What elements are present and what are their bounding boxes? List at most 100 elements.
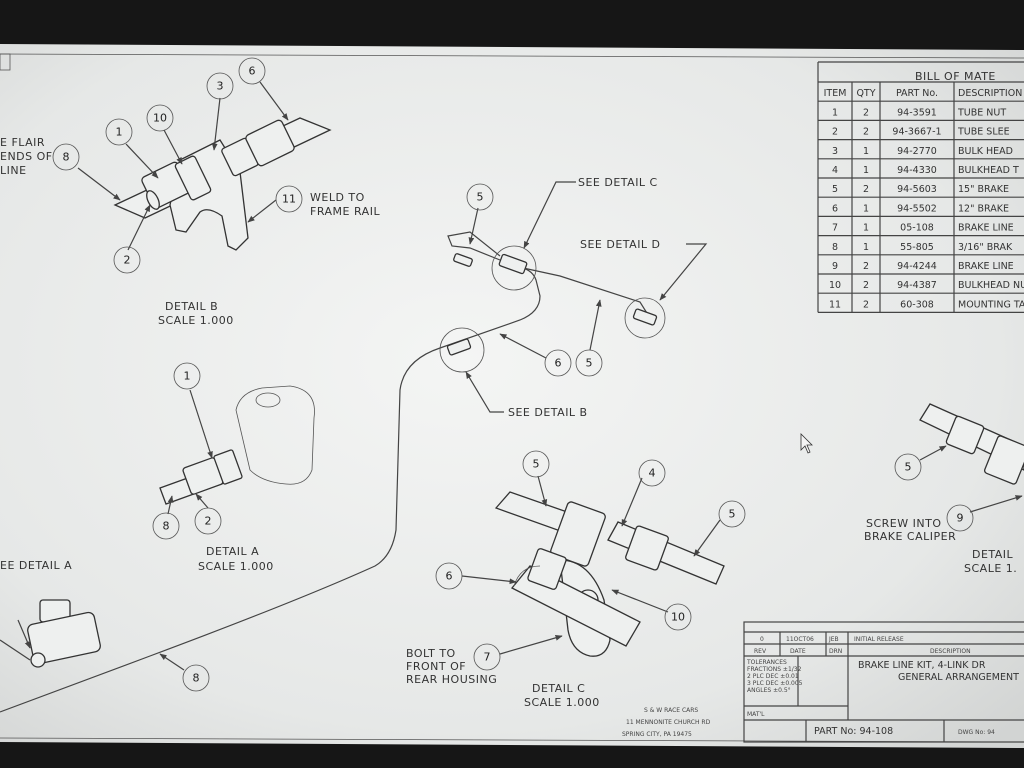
bom-cell: 94-4387 [897,280,937,291]
detail-a-scale: SCALE 1.000 [198,560,274,573]
bom-cell: 94-2770 [897,146,937,157]
svg-text:5: 5 [729,508,736,521]
svg-text:7: 7 [484,651,491,664]
bom-header-cell: PART No. [896,88,938,99]
bom-cell: 60-308 [900,299,934,310]
detail-a-notes: DETAIL A SCALE 1.000 EE DETAIL A [0,545,274,573]
drawing-number: DWG No: 94 [958,729,995,736]
balloon-8: 8 [182,664,210,692]
bom-cell: 94-5502 [897,203,937,214]
bom-cell: 10 [829,280,841,291]
detail-d-view [919,403,1024,485]
balloon-6: 6 [238,57,266,85]
bom-cell: BRAKE LINE [958,223,1014,234]
detail-a-view [159,385,315,505]
note-screw-1: SCREW INTO [866,517,941,530]
bom-cell: 1 [863,242,869,253]
detail-c-leaders [461,475,721,655]
svg-text:5: 5 [586,357,593,370]
svg-text:4: 4 [649,467,656,480]
bom-cell: 15" BRAKE [958,184,1009,195]
description-label: DESCRIPTION [930,648,971,655]
bom-cell: 94-4330 [897,165,937,176]
tolerance-3plc: 3 PLC DEC ±0.005 [747,680,803,687]
bom-cell: 9 [832,261,838,272]
paper-sheet [0,44,1024,748]
svg-text:5: 5 [477,191,484,204]
bom-cell: 2 [863,184,869,195]
drn-label: DRN [829,648,842,655]
bom-cell: 2 [863,107,869,118]
drn-value: JEB [828,636,839,643]
detail-d-leaders [919,445,1023,513]
balloon-9: 9 [946,504,974,532]
note-bolt-3: REAR HOUSING [406,673,497,686]
balloon-2: 2 [113,246,141,274]
balloon-group: 6 3 10 1 8 11 2 5 6 5 1 8 2 5 4 5 6 10 7… [52,57,974,692]
date-value: 11OCT06 [786,636,814,643]
balloon-6: 6 [544,349,572,377]
tolerance-2plc: 2 PLC DEC ±0.01 [747,673,799,680]
detail-a-title: DETAIL A [206,545,259,558]
rev-value: 0 [760,636,764,643]
balloon-6: 6 [435,562,463,590]
svg-text:8: 8 [193,672,200,685]
bom-cell: 4 [832,165,838,176]
balloon-1: 1 [105,118,133,146]
balloon-11: 11 [275,185,303,213]
bom-cell: BULKHEAD T [958,165,1019,176]
note-screw-2: BRAKE CALIPER [864,530,956,543]
note-flair-3: LINE [0,164,27,177]
note-bolt-2: FRONT OF [406,660,466,673]
bom-cell: 1 [863,165,869,176]
bom-cell: 1 [832,107,838,118]
detail-b-notes: E FLAIR ENDS OF LINE WELD TO FRAME RAIL … [0,136,380,327]
bom-cell: 7 [832,223,838,234]
bom-cell: TUBE NUT [957,107,1006,118]
note-see-detail-b: SEE DETAIL B [508,406,588,419]
balloon-5: 5 [466,183,494,211]
bom-cell: 1 [863,203,869,214]
detail-a-leaders [167,389,213,515]
balloon-3: 3 [206,72,234,100]
balloon-10: 10 [664,603,692,631]
svg-text:11: 11 [282,193,296,206]
balloon-8: 8 [52,143,80,171]
note-flair-2: ENDS OF [0,150,53,163]
title-block: 0 11OCT06 JEB INITIAL RELEASE REV DATE D… [743,621,1024,743]
company-name: S & W RACE CARS [644,707,698,714]
bom-cell: 1 [863,223,869,234]
bom-header-cell: DESCRIPTION [958,88,1022,99]
svg-text:5: 5 [905,461,912,474]
bom-cell: 2 [863,280,869,291]
svg-text:8: 8 [63,151,70,164]
rev-label: REV [754,648,767,655]
svg-text:8: 8 [163,520,170,533]
bom-cell: BULK HEAD [958,146,1013,157]
note-weld-2: FRAME RAIL [310,205,380,218]
svg-text:6: 6 [555,357,562,370]
detail-d-scale: SCALE 1. [964,562,1017,575]
note-flair-1: E FLAIR [0,136,45,149]
detail-b-leaders [77,81,289,251]
detail-d-title: DETAIL [972,548,1014,561]
part-number: PART No: 94-108 [814,726,893,737]
balloon-8: 8 [152,512,180,540]
detail-b-scale: SCALE 1.000 [158,314,234,327]
bom-cell: 55-805 [900,242,934,253]
detail-b-view [113,117,332,251]
tolerances-label: TOLERANCES [746,659,787,666]
mouse-cursor-icon [800,433,813,454]
balloon-7: 7 [473,643,501,671]
svg-text:6: 6 [446,570,453,583]
bom-cell: 2 [863,127,869,138]
detail-c-notes: BOLT TO FRONT OF REAR HOUSING DETAIL C S… [406,647,599,709]
note-bolt-1: BOLT TO [406,647,456,660]
company-city: SPRING CITY, PA 19475 [622,731,692,738]
detail-c-view [494,491,725,657]
bom-cell: 3 [832,146,838,157]
company-block: S & W RACE CARS 11 MENNONITE CHURCH RD S… [622,707,711,738]
bom-cell: MOUNTING TA [958,299,1024,310]
